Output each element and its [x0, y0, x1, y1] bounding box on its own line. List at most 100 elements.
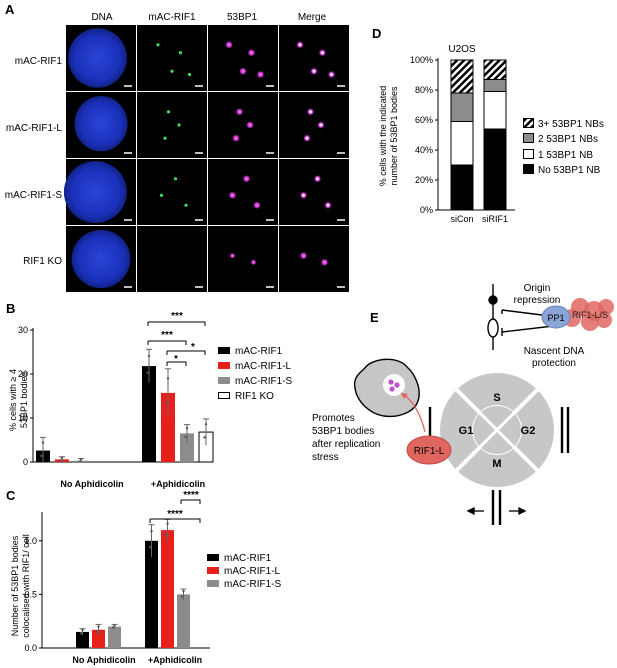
merge-coloc [305, 136, 309, 140]
dna-nucleus [68, 28, 127, 88]
53bp1-focus [232, 134, 240, 143]
y-tick-label: 0 [23, 457, 28, 467]
nascent-label-2: protection [532, 358, 576, 369]
panel-label-c: C [6, 488, 16, 503]
cell-cycle-wheel [440, 373, 554, 487]
panel-d-chart: U2OS % cells with the indicated number o… [378, 44, 604, 224]
rif1-ls-label: RIF1-L/S [572, 310, 608, 320]
rif1-focus [156, 43, 160, 47]
data-point [166, 522, 169, 525]
y-tick-label: 80% [415, 85, 433, 95]
data-point [60, 456, 64, 459]
panel-b-legend-1: mAC-RIF1 [235, 346, 283, 357]
panel-e-diagram: Origin repression RIF1-L/S PP1 Nascent D… [312, 283, 614, 525]
data-point [203, 436, 206, 439]
panel-c-sig-1: **** [167, 509, 183, 520]
panel-d-ylabel-1: % cells with the indicated [378, 86, 388, 187]
stacked-segment [483, 59, 507, 80]
panel-c-legend-3: mAC-RIF1-S [224, 579, 282, 590]
53bp1-focus [250, 259, 257, 266]
data-point [59, 459, 62, 462]
data-point [164, 533, 168, 536]
panel-b-group-2: +Aphidicolin [151, 479, 205, 489]
panel-d-legend-swatch-2 [523, 133, 534, 143]
data-point [182, 589, 185, 593]
merge-focus [320, 258, 329, 267]
y-tick-label: 20% [415, 175, 433, 185]
cell-with-53bp1-bodies-icon [353, 358, 420, 418]
row-label-rif1: mAC-RIF1 [15, 56, 63, 67]
data-point [204, 422, 208, 426]
bar [145, 540, 158, 648]
merge-focus [299, 251, 308, 260]
y-tick-label: 10 [18, 413, 28, 423]
micrograph-tile [137, 25, 207, 91]
rif1-l-label: RIF1-L [414, 446, 445, 457]
col-header-merge: Merge [298, 12, 327, 23]
data-point [41, 441, 45, 444]
data-point [180, 595, 184, 598]
panel-c-ylabel-1: Number of 53BP1 bodies [10, 535, 20, 636]
rif1-l-shape [406, 435, 452, 465]
panel-b-legend-3: mAC-RIF1-S [235, 376, 293, 387]
promotes-label-4: stress [312, 452, 339, 463]
bar [108, 626, 121, 648]
data-point [95, 630, 99, 634]
micrograph-tile [208, 159, 278, 225]
category-label: siCon [450, 214, 473, 224]
micrograph-tile [279, 159, 349, 225]
panel-d-legend-4: No 53BP1 NB [538, 165, 601, 176]
panel-d-title: U2OS [448, 44, 476, 55]
data-point [184, 435, 187, 439]
merge-coloc [326, 203, 330, 207]
stacked-segment [450, 164, 474, 211]
bar [142, 366, 156, 462]
nascent-label-1: Nascent DNA [524, 346, 585, 357]
bar [161, 530, 174, 648]
panel-b-sig-1: *** [171, 311, 183, 322]
panel-c-ylabel-2: colocalised with RIF1/ cell [21, 534, 31, 638]
panel-c-group-2: +Aphidicolin [148, 655, 202, 665]
data-point [165, 401, 168, 404]
data-point [79, 458, 83, 461]
panel-c-legend-2: mAC-RIF1-L [224, 566, 281, 577]
data-point [79, 632, 83, 635]
panel-label-a: A [5, 2, 15, 17]
stacked-segment [450, 121, 474, 166]
data-point [146, 371, 149, 374]
panel-b-ylabel-1: % cells with ≥ 4 [8, 369, 18, 431]
panel-d-legend-2: 2 53BP1 NBs [538, 134, 598, 145]
data-point [40, 454, 43, 458]
micrograph-tile [137, 92, 207, 158]
panel-d-legend-3: 1 53BP1 NB [538, 150, 593, 161]
y-tick-label: 40% [415, 145, 433, 155]
division-arrows-icon [466, 506, 527, 516]
merge-coloc [321, 51, 324, 55]
panel-b-sig-3: * [174, 354, 178, 365]
phase-g2: G2 [521, 425, 536, 437]
rif1-focus [163, 136, 167, 140]
panel-d-legend-swatch-1 [523, 118, 534, 128]
rif1-focus [187, 72, 192, 77]
rif1-focus [177, 123, 181, 127]
merge-coloc [309, 110, 312, 114]
category-label: siRIF1 [482, 214, 508, 224]
panel-b-legend-swatch-3 [218, 377, 230, 384]
panel-b-sig-2: *** [161, 330, 173, 341]
panel-c-legend-swatch-2 [207, 567, 219, 574]
data-point [78, 460, 81, 463]
row-label-ko: RIF1 KO [23, 256, 62, 267]
dna-nucleus [74, 95, 128, 152]
53bp1-focus [225, 40, 233, 49]
micrograph-tile [279, 226, 349, 292]
rif1-focus [178, 51, 182, 55]
panel-d-legend-swatch-4 [523, 164, 534, 174]
panel-c-legend-1: mAC-RIF1 [224, 553, 272, 564]
micrograph-tile [137, 226, 207, 292]
row-label-rif1-l: mAC-RIF1-L [6, 123, 63, 134]
y-tick-label: 0% [420, 205, 433, 215]
data-point [97, 625, 100, 628]
53bp1-focus [235, 107, 244, 116]
data-point [166, 377, 170, 380]
panel-d-legend-swatch-3 [523, 149, 534, 159]
